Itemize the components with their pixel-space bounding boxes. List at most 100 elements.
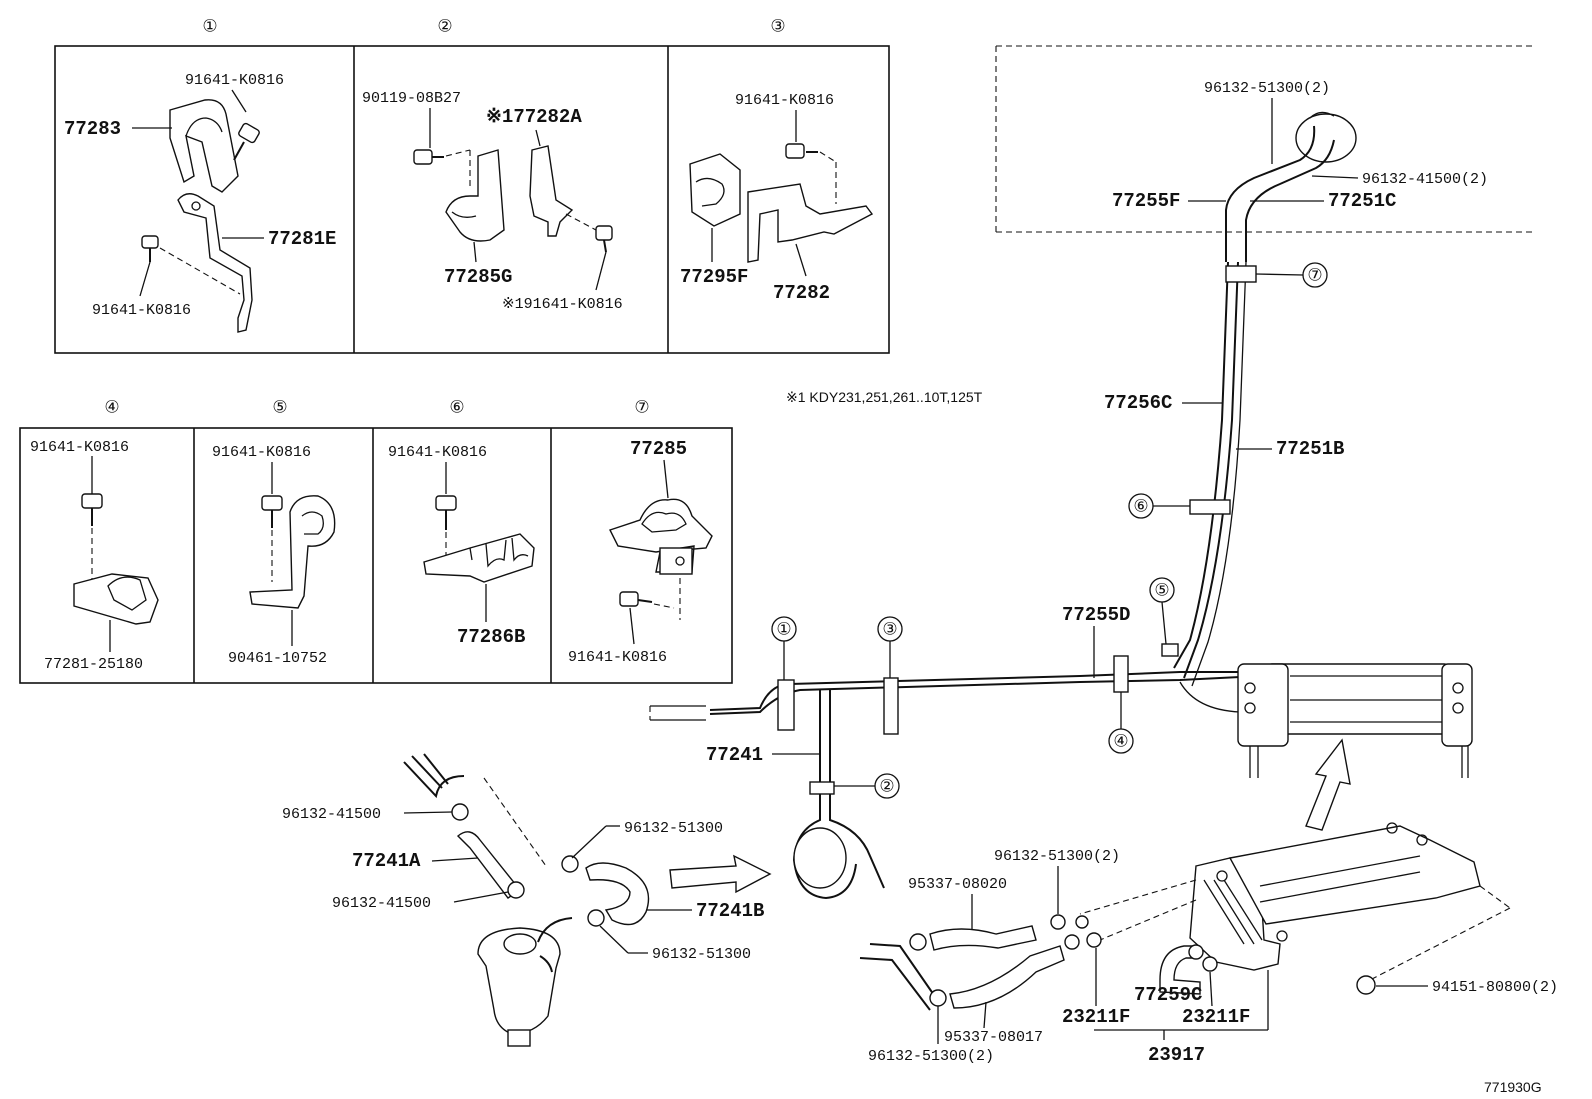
clamp-6-on-line: [1189, 499, 1231, 515]
vertical-fuel-lines: [1173, 261, 1247, 687]
panel-2-label-bolt-top: 90119-08B27: [362, 90, 461, 107]
label-77251B: 77251B: [1276, 438, 1344, 460]
label-77255D: 77255D: [1062, 604, 1130, 626]
bracket-77282A-shape: [529, 129, 574, 237]
panel-4-label-bolt: 91641-K0816: [30, 439, 129, 456]
clamp-marker-7: ⑦: [1255, 262, 1328, 288]
panel-1-label-clamp: 77283: [64, 118, 121, 140]
bolt-icon: [619, 591, 675, 645]
hose-95337-08020: [909, 914, 1080, 951]
panel-1: ① 91641-K0816 77283 77281E 91641-K0816: [64, 17, 336, 333]
panel-2: ② 90119-08B27 ※177282A 77285G ※191641-K0…: [362, 17, 623, 314]
label-96132-51300-2-top: 96132-51300(2): [1204, 80, 1330, 97]
panel-group-middle-frame: [19, 427, 733, 684]
panel-6-number: ⑥: [449, 398, 464, 417]
panel-5: ⑤ 91641-K0816 90461-10752: [212, 398, 336, 667]
label-77241: 77241: [706, 744, 763, 766]
bolt-icon: [233, 122, 260, 161]
panel-group-top-frame: [54, 45, 890, 354]
tank-area-outline: [995, 45, 1536, 233]
nut-94151-80800: [1356, 975, 1376, 995]
fuel-cooler-lower: [1079, 822, 1511, 981]
svg-text:⑤: ⑤: [1154, 581, 1169, 600]
svg-text:⑥: ⑥: [1133, 497, 1148, 516]
label-96132-41500-b: 96132-41500: [332, 895, 431, 912]
panel-5-label-clamp: 90461-10752: [228, 650, 327, 667]
label-77241A: 77241A: [352, 850, 421, 872]
hose-77241A: [403, 753, 547, 899]
clip-77286B-shape: [423, 533, 535, 622]
clamp-77285-shape: [609, 498, 713, 620]
bracket-77281E-shape: [177, 193, 264, 333]
panel-3: ③ 91641-K0816 77295F 77282: [680, 17, 874, 304]
model-applicability-note: ※1 KDY231,251,261..10T,125T: [786, 389, 983, 405]
clamp-3-on-line: [883, 677, 899, 735]
label-96132-51300-a: 96132-51300: [624, 820, 723, 837]
arrow-up-icon: [1305, 738, 1351, 831]
label-95337-08020: 95337-08020: [908, 876, 1007, 893]
arrow-right-icon: [669, 854, 772, 894]
clamp-marker-2: ②: [834, 773, 900, 799]
label-96132-51300-b: 96132-51300: [652, 946, 751, 963]
label-23211F-a: 23211F: [1062, 1006, 1130, 1028]
fuel-cooler-upper: [1237, 663, 1473, 778]
panel-4-label-clamp: 77281-25180: [44, 656, 143, 673]
clamp-1-on-line: [777, 679, 795, 731]
panel-6: ⑥ 91641-K0816 77286B: [388, 398, 535, 648]
panel-7-label-bolt: 91641-K0816: [568, 649, 667, 666]
panel-6-label-clip: 77286B: [457, 626, 525, 648]
panel-7-label-clamp: 77285: [630, 438, 687, 460]
clamp-77285G-shape: [445, 149, 505, 263]
svg-text:②: ②: [879, 777, 894, 796]
clamp-marker-5: ⑤: [1149, 577, 1175, 645]
label-23211F-b: 23211F: [1182, 1006, 1250, 1028]
clamp-marker-4: ④: [1108, 692, 1134, 754]
panel-1-label-bracket: 77281E: [268, 228, 336, 250]
label-77255F: 77255F: [1112, 190, 1180, 212]
fuel-filler-connection: [1225, 111, 1357, 262]
clamp-7-on-line: [1225, 265, 1257, 283]
fuel-filter: [477, 917, 573, 1047]
bolt-icon: [565, 213, 613, 291]
clamp-marker-3: ③: [877, 616, 903, 678]
bolt-icon: [413, 108, 471, 190]
label-94151-80800-2: 94151-80800(2): [1432, 979, 1558, 996]
panel-2-label-bracket: ※177282A: [486, 106, 582, 128]
hose-77259C: [1075, 915, 1218, 995]
panel-group-top: [54, 45, 890, 354]
panel-3-label-bolt: 91641-K0816: [735, 92, 834, 109]
clamp-marker-1: ①: [771, 616, 797, 680]
label-77251C: 77251C: [1328, 190, 1396, 212]
bolt-icon: [785, 110, 837, 204]
main-labels: 96132-51300(2) 96132-41500(2) 77255F 772…: [282, 80, 1558, 1066]
clamp-2-on-line: [809, 781, 835, 795]
bolt-icon: [139, 235, 241, 297]
label-96132-51300-2-bot: 96132-51300(2): [868, 1048, 994, 1065]
label-95337-08017: 95337-08017: [944, 1029, 1043, 1046]
bolt-icon: [435, 495, 457, 556]
label-96132-51300-2-mid: 96132-51300(2): [994, 848, 1120, 865]
label-77256C: 77256C: [1104, 392, 1172, 414]
label-77241B: 77241B: [696, 900, 764, 922]
bolt-icon: [81, 493, 103, 584]
hose-95337-08017: [859, 943, 1065, 1011]
panel-5-number: ⑤: [272, 398, 287, 417]
panel-3-label-clamp: 77295F: [680, 266, 748, 288]
label-96132-41500-a: 96132-41500: [282, 806, 381, 823]
panel-4: ④ 91641-K0816 77281-25180: [30, 398, 159, 673]
figure-code: 771930G: [1484, 1079, 1542, 1095]
clamp-5-on-line: [1161, 643, 1179, 657]
panel-4-number: ④: [104, 398, 119, 417]
clamp-77281-25180-shape: [73, 573, 159, 652]
panel-3-number: ③: [770, 17, 785, 36]
line-clamps: [777, 265, 1257, 795]
svg-text:①: ①: [776, 620, 791, 639]
panel-1-label-bolt-top: 91641-K0816: [185, 72, 284, 89]
bolt-icon: [261, 495, 283, 582]
panel-2-label-clamp: 77285G: [444, 266, 512, 288]
svg-text:③: ③: [882, 620, 897, 639]
label-23917: 23917: [1148, 1044, 1205, 1066]
clamp-marker-6: ⑥: [1128, 493, 1190, 519]
panel-6-label-bolt: 91641-K0816: [388, 444, 487, 461]
clamp-77295F-shape: [689, 153, 741, 262]
